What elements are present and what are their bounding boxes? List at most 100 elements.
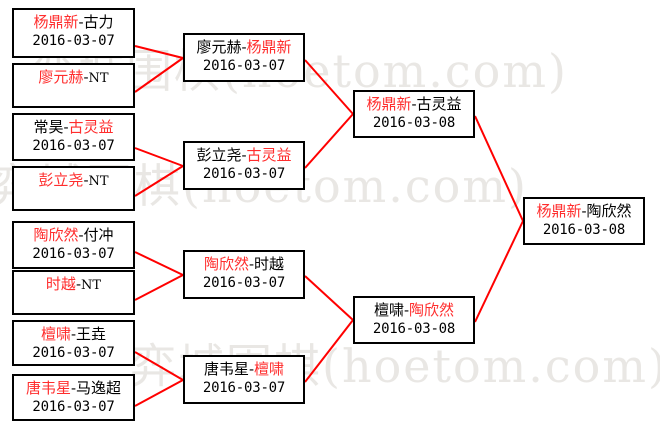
player-separator: - xyxy=(83,171,89,189)
winner-name: 时越 xyxy=(45,275,76,293)
winner-name: 陶欣然 xyxy=(33,226,79,244)
winner-name: 檀啸 xyxy=(254,360,285,378)
match-box-round-1-6[interactable]: 时越-NT xyxy=(12,270,135,315)
loser-name: NT xyxy=(88,174,109,189)
player-separator: - xyxy=(78,226,84,244)
player-separator: - xyxy=(83,68,89,86)
player-separator: - xyxy=(78,13,84,31)
match-date: 2016-03-07 xyxy=(202,275,286,291)
match-players: 杨鼎新-古力 xyxy=(33,12,113,32)
winner-name: 杨鼎新 xyxy=(366,95,412,113)
player-separator: - xyxy=(75,275,82,293)
match-players: 杨鼎新-陶欣然 xyxy=(536,201,631,221)
loser-name: NT xyxy=(88,71,109,86)
player-separator: - xyxy=(581,202,587,220)
match-box-round-1-4[interactable]: 彭立尧-NT xyxy=(12,166,135,211)
match-players: 彭立尧-NT xyxy=(38,170,108,192)
match-box-round-1-2[interactable]: 廖元赫-NT xyxy=(12,63,135,108)
player-separator: - xyxy=(248,360,255,378)
player-separator: - xyxy=(63,118,69,136)
match-players: 廖元赫-杨鼎新 xyxy=(196,37,291,57)
loser-name: 王垚 xyxy=(76,325,107,343)
connector-line xyxy=(134,165,184,197)
player-separator: - xyxy=(403,301,410,319)
match-players: 檀啸-王垚 xyxy=(41,324,106,344)
match-players: 时越-NT xyxy=(46,274,101,296)
connector-line xyxy=(134,251,184,276)
match-date: 2016-03-08 xyxy=(372,115,456,131)
match-date: 2016-03-08 xyxy=(542,222,626,238)
match-players: 杨鼎新-古灵益 xyxy=(366,94,461,114)
connector-line xyxy=(134,57,184,93)
winner-name: 廖元赫 xyxy=(38,68,84,86)
loser-name: 常昊 xyxy=(33,118,64,136)
match-players: 唐韦星-马逸超 xyxy=(26,378,121,398)
connector-line xyxy=(474,115,524,222)
connector-line xyxy=(134,379,184,407)
player-separator: - xyxy=(241,146,247,164)
player-separator: - xyxy=(248,255,255,273)
match-date: 2016-03-07 xyxy=(32,399,115,415)
match-date: 2016-03-07 xyxy=(32,138,115,154)
match-date: 2016-03-07 xyxy=(202,166,286,182)
match-date: 2016-03-07 xyxy=(202,58,286,74)
player-separator: - xyxy=(70,379,77,397)
winner-name: 杨鼎新 xyxy=(33,13,79,31)
match-date: 2016-03-07 xyxy=(32,33,115,49)
winner-name: 古灵益 xyxy=(246,146,292,164)
match-players: 彭立尧-古灵益 xyxy=(196,145,291,165)
match-date: 2016-03-07 xyxy=(32,345,115,361)
winner-name: 陶欣然 xyxy=(203,255,249,273)
connector-line xyxy=(134,274,184,301)
match-players: 陶欣然-付冲 xyxy=(33,225,113,245)
loser-name: 马逸超 xyxy=(76,379,122,397)
connector-line xyxy=(134,351,184,381)
player-separator: - xyxy=(411,95,417,113)
match-date: 2016-03-07 xyxy=(202,380,286,396)
loser-name: NT xyxy=(81,278,102,293)
loser-name: 陶欣然 xyxy=(586,202,632,220)
loser-name: 彭立尧 xyxy=(196,146,242,164)
loser-name: 唐韦星 xyxy=(203,360,249,378)
player-separator: - xyxy=(241,38,247,56)
winner-name: 彭立尧 xyxy=(38,171,84,189)
match-players: 陶欣然-时越 xyxy=(204,254,284,274)
match-players: 檀啸-陶欣然 xyxy=(374,300,454,320)
connector-line xyxy=(304,275,354,321)
match-players: 廖元赫-NT xyxy=(38,67,108,89)
match-date: 2016-03-08 xyxy=(372,321,456,337)
match-players: 唐韦星-檀啸 xyxy=(204,359,284,379)
connector-line xyxy=(134,45,184,59)
loser-name: 檀啸 xyxy=(373,301,404,319)
winner-name: 檀啸 xyxy=(40,325,71,343)
loser-name: 古灵益 xyxy=(416,95,462,113)
winner-name: 唐韦星 xyxy=(25,379,71,397)
loser-name: 付冲 xyxy=(83,226,114,244)
loser-name: 时越 xyxy=(254,255,285,273)
connector-line xyxy=(304,113,354,169)
winner-name: 杨鼎新 xyxy=(536,202,582,220)
loser-name: 古力 xyxy=(83,13,114,31)
match-players: 常昊-古灵益 xyxy=(33,117,113,137)
winner-name: 陶欣然 xyxy=(409,301,455,319)
connector-line xyxy=(304,319,354,383)
connector-line xyxy=(134,147,184,167)
connector-line xyxy=(474,220,524,323)
loser-name: 廖元赫 xyxy=(196,38,242,56)
winner-name: 古灵益 xyxy=(68,118,114,136)
player-separator: - xyxy=(70,325,77,343)
